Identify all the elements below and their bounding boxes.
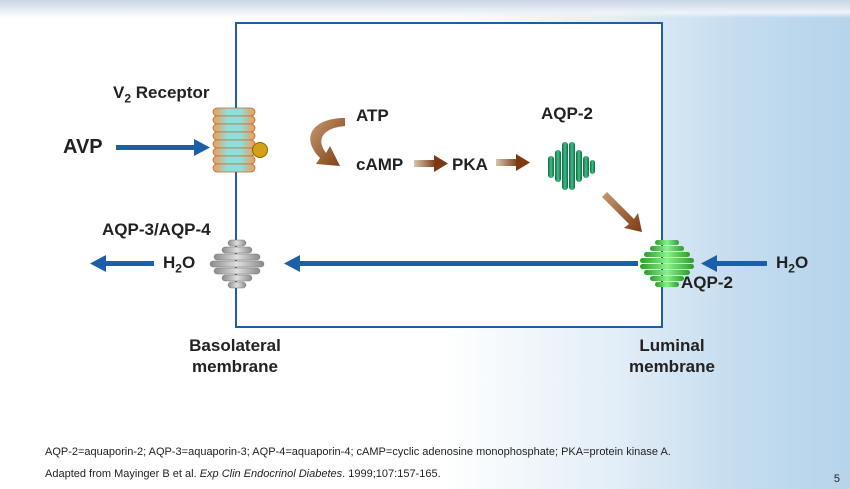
luminal-line1: Luminal: [639, 336, 705, 355]
pka-to-aqp2-arrow: [496, 154, 530, 171]
h2o-influx-arrow: [701, 255, 767, 272]
ligand-ball-icon: [252, 142, 268, 158]
avp-label: AVP: [63, 136, 103, 158]
v2-receptor-label: V2 Receptor: [113, 83, 210, 106]
page-number: 5: [833, 473, 840, 485]
cell-membrane-box: [235, 22, 663, 328]
basolateral-line2: membrane: [192, 357, 278, 376]
h2o-right-label: H2O: [776, 253, 809, 276]
aqp34-channel-icon: [209, 239, 265, 289]
pka-label: PKA: [452, 155, 488, 174]
v2-receptor-icon: [212, 107, 256, 173]
atp-label: ATP: [356, 106, 389, 125]
abbreviations-footnote: AQP-2=aquaporin-2; AQP-3=aquaporin-3; AQ…: [45, 446, 671, 458]
camp-to-pka-arrow: [414, 155, 448, 172]
luminal-line2: membrane: [629, 357, 715, 376]
aqp34-label: AQP-3/AQP-4: [102, 220, 211, 239]
aqp2-luminal-label: AQP-2: [681, 273, 733, 292]
h2o-efflux-arrow: [90, 255, 154, 272]
avp-arrow: [116, 139, 210, 156]
aqp2-vesicle-icon: [548, 142, 595, 190]
basolateral-line1: Basolateral: [189, 336, 281, 355]
slide-top-bar: [0, 0, 850, 18]
h2o-left-label: H2O: [163, 253, 196, 276]
luminal-membrane-label: Luminal membrane: [608, 335, 736, 377]
citation-footnote: Adapted from Mayinger B et al. Exp Clin …: [45, 468, 441, 480]
basolateral-membrane-label: Basolateral membrane: [170, 335, 300, 377]
intracellular-water-arrow: [284, 255, 638, 272]
camp-label: cAMP: [356, 155, 404, 174]
aqp2-cytoplasm-label: AQP-2: [541, 104, 593, 123]
atp-to-camp-curved-arrow: [310, 118, 345, 166]
aqp2-insertion-arrow: [602, 192, 642, 232]
aqp2-membrane-channel-icon: [640, 240, 694, 287]
